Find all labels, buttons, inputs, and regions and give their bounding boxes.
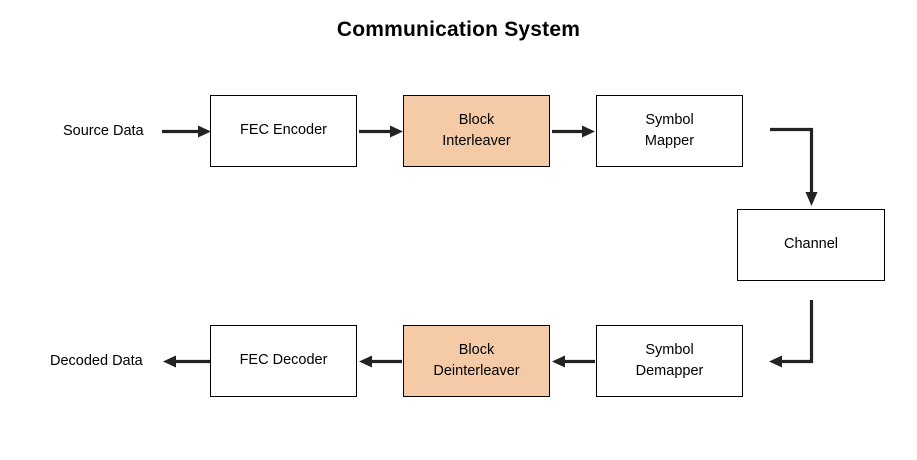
page-title: Communication System: [336, 18, 581, 41]
node-symbol-mapper[interactable]: Symbol Mapper: [596, 95, 743, 167]
node-channel[interactable]: Channel: [737, 209, 885, 281]
edge-channel-to-symbol-demapper: [769, 300, 814, 368]
node-label-channel: Channel: [783, 236, 838, 253]
edge-fec-decoder-to-decoded-data: [163, 355, 210, 368]
node-symbol-demapper[interactable]: Symbol Demapper: [596, 325, 743, 397]
node-label-fec-decoder: FEC Decoder: [239, 352, 328, 369]
edge-block-deinterleaver-to-fec-decoder: [359, 355, 402, 368]
node-label-block-interleaver: Block Interleaver: [442, 111, 511, 149]
edge-fec-encoder-to-block-interleaver: [359, 125, 403, 138]
node-block-deinterleaver[interactable]: Block Deinterleaver: [403, 325, 550, 397]
node-label-block-deinterleaver: Block Deinterleaver: [433, 341, 520, 379]
edge-source-data-to-fec-encoder: [162, 125, 211, 138]
node-label-fec-encoder: FEC Encoder: [239, 122, 328, 139]
node-fec-encoder[interactable]: FEC Encoder: [210, 95, 357, 167]
endpoint-label-decoded-data: Decoded Data: [50, 353, 143, 369]
edge-symbol-demapper-to-block-deinterleaver: [552, 355, 595, 368]
node-label-symbol-mapper: Symbol Mapper: [644, 111, 695, 149]
node-fec-decoder[interactable]: FEC Decoder: [210, 325, 357, 397]
node-label-symbol-demapper: Symbol Demapper: [635, 341, 704, 379]
edge-block-interleaver-to-symbol-mapper: [552, 125, 595, 138]
edge-symbol-mapper-to-channel: [770, 127, 818, 206]
endpoint-label-source-data: Source Data: [63, 123, 144, 139]
node-block-interleaver[interactable]: Block Interleaver: [403, 95, 550, 167]
